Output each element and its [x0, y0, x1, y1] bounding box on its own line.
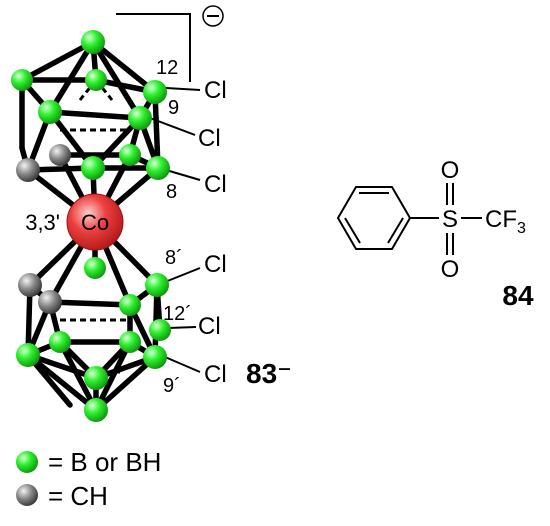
oxygen-label-bottom: O	[441, 256, 460, 283]
cl-label-12: Cl	[204, 77, 227, 104]
sulfone-bonds	[410, 183, 482, 255]
carbon-vertex	[16, 158, 40, 182]
cl-label-9: Cl	[198, 125, 221, 152]
position-label-3-3p: 3,3'	[25, 210, 60, 235]
compound-label-84: 84	[502, 280, 534, 311]
lower-cage-vertices	[16, 257, 171, 422]
boron-vertex	[128, 106, 152, 130]
position-label-8: 8	[166, 181, 177, 203]
boron-vertex	[81, 156, 105, 180]
carbon-vertex	[49, 144, 71, 166]
cobalt-atom	[66, 193, 124, 251]
legend-ch-label: = CH	[48, 481, 108, 511]
sulfur-label: S	[442, 206, 458, 233]
cobalt-label: Co	[81, 210, 109, 235]
position-label-9p: 9´	[163, 375, 181, 397]
cl-label-12p: Cl	[198, 313, 221, 340]
boron-vertex	[119, 294, 141, 316]
boron-vertex	[119, 331, 141, 353]
boron-vertex	[149, 319, 171, 341]
cl-label-8: Cl	[204, 171, 227, 198]
boron-vertex	[143, 80, 167, 104]
boron-vertex	[49, 331, 71, 353]
boron-vertex	[16, 343, 40, 367]
boron-vertex	[84, 398, 108, 422]
upper-cage-vertices	[11, 30, 170, 182]
cobaltacarborane-anion: Co 12 9 8 3,3' 8´ 12´ 9´ Cl Cl Cl Cl Cl …	[11, 5, 292, 422]
compound-label-83: 83⁻	[246, 358, 292, 389]
cl-label-8p: Cl	[204, 251, 227, 278]
boron-vertex	[84, 366, 108, 390]
charge-bracket	[116, 13, 191, 82]
boron-vertex	[84, 257, 106, 279]
cl-label-9p: Cl	[204, 361, 227, 388]
carbon-vertex	[18, 273, 42, 297]
cf-text: CF	[485, 206, 517, 233]
legend-boron-swatch	[16, 451, 38, 473]
legend-boron-label: = B or BH	[48, 447, 161, 477]
benzene-ring	[336, 186, 412, 250]
legend: = B or BH = CH	[16, 447, 161, 511]
cf3-subscript: 3	[517, 220, 526, 237]
sulfone-compound: S O O CF3 84	[336, 157, 534, 311]
boron-vertex	[119, 144, 141, 166]
cf3-group-label: CF3	[485, 206, 526, 237]
boron-vertex	[38, 100, 62, 124]
position-label-8p: 8´	[165, 247, 183, 269]
position-label-9: 9	[168, 97, 179, 119]
oxygen-label-top: O	[441, 157, 460, 184]
boron-vertex	[145, 273, 169, 297]
carbon-vertex	[38, 290, 62, 314]
boron-vertex	[81, 30, 105, 54]
boron-vertex	[146, 156, 170, 180]
legend-ch-swatch	[16, 484, 38, 506]
position-label-12: 12	[156, 57, 178, 79]
boron-vertex	[143, 345, 167, 369]
boron-vertex	[11, 69, 33, 91]
boron-vertex	[85, 69, 107, 91]
position-label-12p: 12´	[163, 303, 192, 325]
cl-bonds	[149, 87, 201, 373]
